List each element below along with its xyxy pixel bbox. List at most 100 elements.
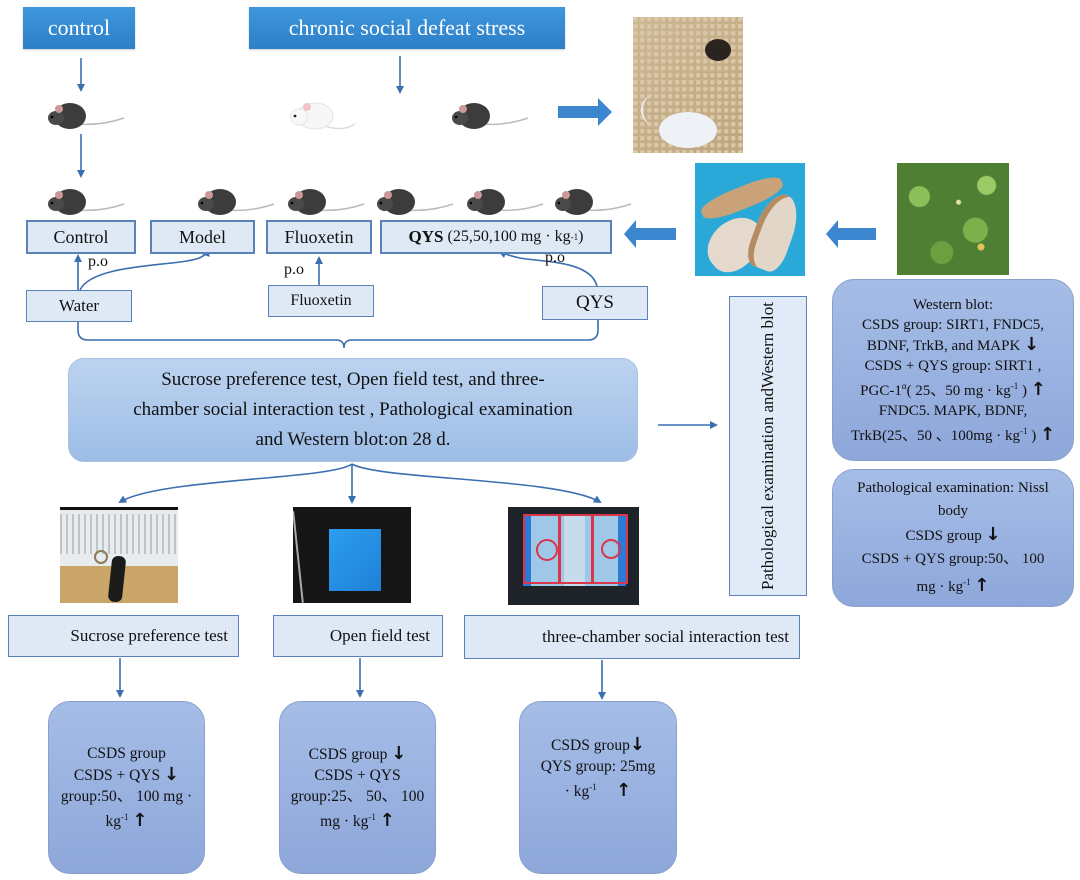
arrow-to-three-chamber xyxy=(351,463,602,504)
result-text: CSDS group xyxy=(308,745,388,763)
result-text: CSDS group xyxy=(551,737,630,754)
result-text: BDNF, TrkB, and MAPK xyxy=(866,337,1021,354)
black-mouse-icon xyxy=(555,189,632,215)
result-text: ( 25、50 mg · kg xyxy=(906,382,1011,399)
route-label-fluoxetin: p.o xyxy=(284,261,304,278)
vertical-box-line: Pathological examination and xyxy=(758,387,777,591)
result-line: CSDS group ↓ xyxy=(905,523,1000,548)
photo-three-chamber xyxy=(508,507,639,605)
arrow-qys-to-group xyxy=(498,250,598,287)
result-text: mg · kg xyxy=(916,579,964,595)
cup-right xyxy=(601,539,621,559)
result-line: CSDS group xyxy=(87,744,166,762)
group-control-label: Control xyxy=(53,226,109,247)
block-arrow-right xyxy=(558,98,612,126)
main-box-line: and Western blot:on 28 d. xyxy=(255,429,451,450)
superscript: -1 xyxy=(1019,425,1028,436)
treatment-water-label: Water xyxy=(58,296,100,315)
result-line: QYS group: 25mg xyxy=(540,758,656,775)
result-line: CSDS + QYS ↓ xyxy=(74,764,179,786)
superscript: -1 xyxy=(1010,380,1019,391)
route-label-control: p.o xyxy=(88,253,108,270)
result-text: ) xyxy=(1018,382,1027,399)
black-mouse-icon xyxy=(198,189,275,215)
group-fluoxetin-label: Fluoxetin xyxy=(284,226,354,247)
chamber-center xyxy=(558,514,594,584)
result-box-sucrose: CSDS group CSDS + QYS ↓ group:50、 100 mg… xyxy=(48,701,205,874)
block-arrow-left-1 xyxy=(624,220,676,248)
result-text: TrkB(25、50 、100mg · kg xyxy=(850,427,1020,444)
result-box-open-field: CSDS group ↓ CSDS + QYS group:25、 50、 10… xyxy=(279,701,436,874)
black-mouse-icon xyxy=(377,189,454,215)
result-text: kg xyxy=(105,813,122,831)
open-field-box xyxy=(329,529,381,591)
result-line: BDNF, TrkB, and MAPK ↓ xyxy=(866,333,1040,356)
result-line: PGC-1α( 25、50 mg · kg-1 ) ↑ xyxy=(860,376,1046,401)
result-text: CSDS + QYS xyxy=(73,766,161,784)
brace-connector xyxy=(77,320,599,349)
treatment-fluoxetin-label: Fluoxetin xyxy=(290,292,352,309)
result-line: CSDS + QYS group: SIRT1 , xyxy=(864,357,1042,374)
black-mouse-icon xyxy=(288,189,365,215)
group-qys-label: QYS xyxy=(408,227,444,246)
result-line: CSDS + QYS xyxy=(314,766,401,784)
group-box-fluoxetin: Fluoxetin xyxy=(266,220,372,254)
photo-resident-intruder xyxy=(633,17,743,153)
result-line: FNDC5. MAPK, BDNF, xyxy=(878,402,1028,419)
white-mouse-tail xyxy=(641,95,667,125)
black-mouse-icon xyxy=(452,103,529,129)
result-line: CSDS + QYS group:50、 100 xyxy=(861,551,1045,567)
result-line: TrkB(25、50 、100mg · kg-1 ) ↑ xyxy=(851,421,1055,446)
door-edge xyxy=(293,511,304,603)
group-box-control: Control xyxy=(26,220,136,254)
result-text: CSDS group xyxy=(905,528,982,544)
up-arrow-icon: ↑ xyxy=(616,780,632,802)
up-arrow-icon: ↑ xyxy=(1030,378,1046,400)
down-arrow-icon: ↓ xyxy=(1024,333,1040,355)
header-control-label: control xyxy=(47,15,111,40)
cage-bars xyxy=(60,514,178,554)
result-text: · kg xyxy=(564,783,590,801)
chamber-right xyxy=(591,514,628,584)
arrow-to-sucrose xyxy=(118,463,353,504)
superscript: -1 xyxy=(963,577,971,587)
result-box-three-chamber: CSDS group↓ QYS group: 25mg · kg-1 ↑ xyxy=(519,701,677,874)
group-box-qys: QYS (25,50,100 mg · kg-1 ) xyxy=(380,220,612,254)
arrow-water-to-model xyxy=(79,248,210,291)
down-arrow-icon: ↓ xyxy=(391,742,407,764)
photo-sucrose-preference xyxy=(60,507,178,603)
vertical-box-line: Western blot xyxy=(758,301,777,388)
up-arrow-icon: ↑ xyxy=(132,810,148,832)
test-box-sucrose: Sucrose preference test xyxy=(8,615,239,657)
group-qys-dose: (25,50,100 mg · kg xyxy=(447,228,571,245)
result-line: CSDS group: SIRT1, FNDC5, xyxy=(861,316,1045,333)
main-box-line: chamber social interaction test , Pathol… xyxy=(133,399,573,420)
down-arrow-icon: ↓ xyxy=(164,763,180,785)
superscript: -1 xyxy=(368,811,376,822)
photo-open-field xyxy=(293,507,411,603)
up-arrow-icon: ↑ xyxy=(1039,423,1056,445)
pathology-result-box: Pathological examination: Nissl body CSD… xyxy=(832,469,1074,607)
result-line: CSDS group ↓ xyxy=(309,743,407,765)
superscript: -1 xyxy=(589,782,597,792)
black-mouse-shape xyxy=(705,39,731,61)
result-line: mg · kg-1 ↑ xyxy=(320,807,395,832)
header-csds-label: chronic social defeat stress xyxy=(288,15,526,40)
white-mouse-icon xyxy=(289,102,356,130)
photo-qys-plant xyxy=(897,163,1009,275)
up-arrow-icon: ↑ xyxy=(379,810,395,832)
test-open-field-label: Open field test xyxy=(329,626,430,645)
down-arrow-icon: ↓ xyxy=(985,524,1001,545)
result-text: mg · kg xyxy=(320,813,369,831)
black-mouse-icon xyxy=(467,189,544,215)
down-arrow-icon: ↓ xyxy=(629,734,645,755)
route-label-qys: p.o xyxy=(545,249,565,266)
main-tests-box: Sucrose preference test, Open field test… xyxy=(68,358,638,462)
treatment-box-fluoxetin: Fluoxetin xyxy=(268,285,374,317)
black-mouse-icon xyxy=(48,189,125,215)
photo-qys-root xyxy=(695,163,805,276)
result-line: group:25、 50、 100 xyxy=(290,787,425,805)
treatment-qys-label: QYS xyxy=(575,292,614,313)
test-sucrose-label: Sucrose preference test xyxy=(70,626,228,645)
